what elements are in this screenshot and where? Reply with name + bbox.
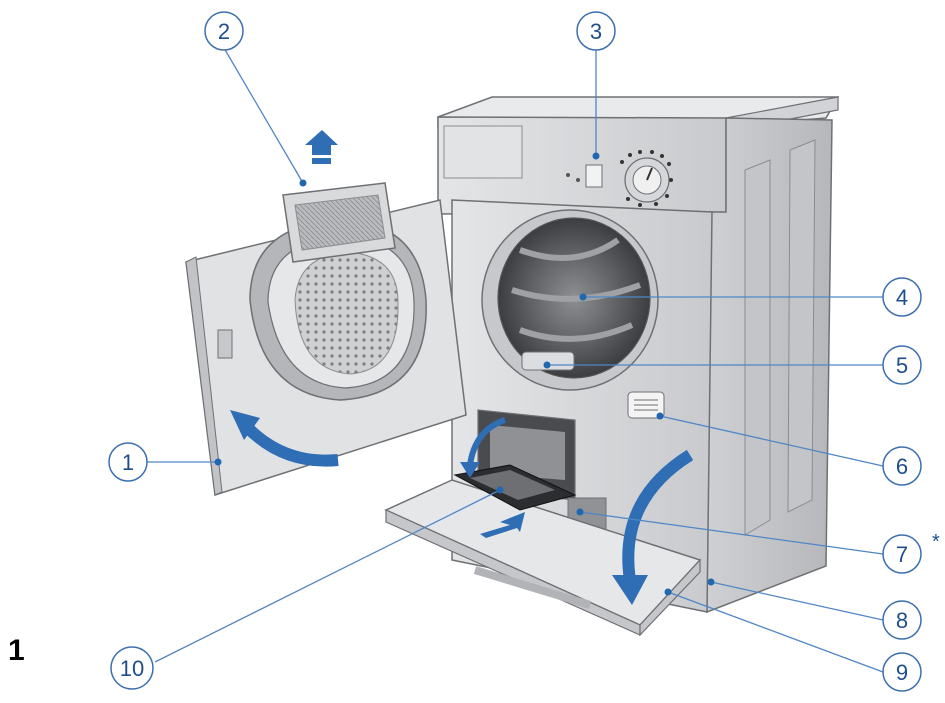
- callout-10: 10: [110, 646, 154, 690]
- leader-lines: [147, 47, 884, 673]
- curved-arrow-flap-icon: [612, 449, 694, 605]
- program-dial-icon: [620, 150, 673, 207]
- callout-4-number: 4: [896, 285, 908, 310]
- callout-6-number: 6: [896, 454, 908, 479]
- fluff-filter: [282, 182, 396, 263]
- callout-5: 5: [882, 345, 922, 385]
- up-arrow-icon: [305, 130, 338, 164]
- callout-9-number: 9: [896, 660, 908, 685]
- control-panel: [443, 125, 673, 207]
- callout-9: 9: [882, 652, 922, 692]
- callout-3: 3: [576, 11, 616, 51]
- callout-4: 4: [882, 277, 922, 317]
- callout-1-number: 1: [122, 450, 134, 475]
- callout-2-number: 2: [218, 19, 230, 44]
- callout-7: 7 *: [882, 531, 940, 574]
- small-curved-arrow-icon: [460, 417, 507, 478]
- callout-10-number: 10: [120, 656, 144, 681]
- callout-5-number: 5: [896, 353, 908, 378]
- callout-6: 6: [882, 446, 922, 486]
- rating-plate: [627, 391, 665, 419]
- callout-8-number: 8: [896, 608, 908, 633]
- callout-2: 2: [204, 11, 244, 51]
- condenser-filter: [453, 464, 577, 511]
- callout-8: 8: [882, 600, 922, 640]
- pull-arrow-icon: [480, 512, 525, 538]
- drum: [481, 209, 659, 391]
- callout-1: 1: [108, 442, 148, 482]
- callout-7-number: 7: [896, 542, 908, 567]
- callout-3-number: 3: [590, 19, 602, 44]
- curved-arrow-door-icon: [230, 410, 339, 467]
- callout-7-asterisk: *: [932, 531, 940, 553]
- figure-number: 1: [8, 634, 25, 667]
